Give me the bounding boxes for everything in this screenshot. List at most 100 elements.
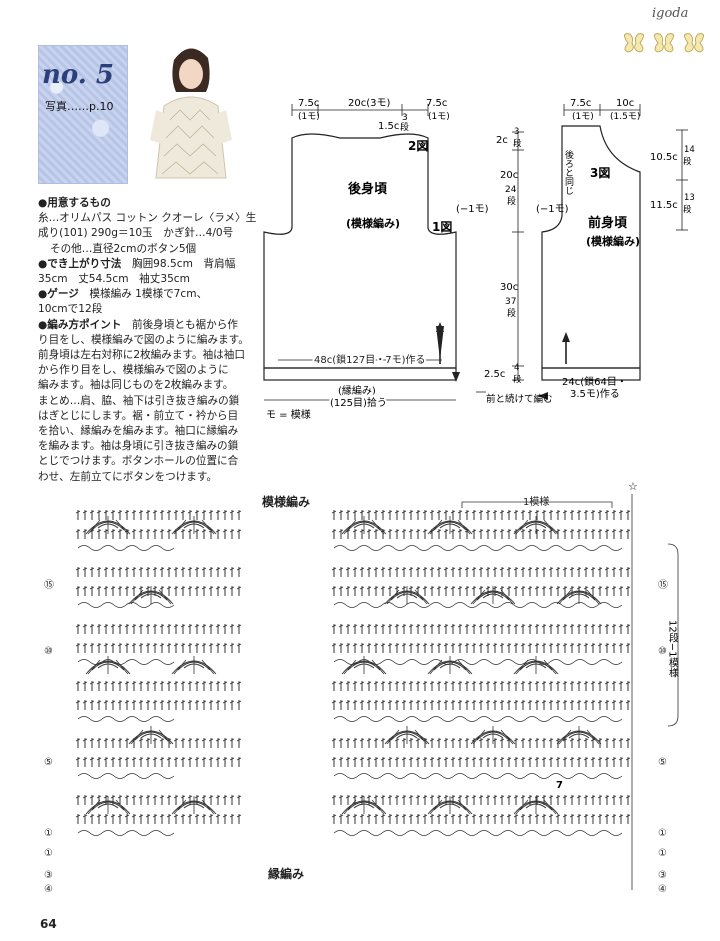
dc-stitch-symbol: [576, 642, 582, 654]
dc-stitch-symbol: [618, 642, 624, 654]
dc-stitch-symbol: [569, 623, 575, 635]
dc-stitch-symbol: [478, 794, 484, 806]
dc-stitch-symbol: [597, 528, 603, 540]
dc-stitch-symbol: [590, 623, 596, 635]
dc-stitch-symbol: [166, 699, 172, 711]
dc-stitch-symbol: [485, 642, 491, 654]
dc-stitch-symbol: [394, 756, 400, 768]
chain-row-symbol: [429, 773, 527, 779]
dc-stitch-symbol: [555, 680, 561, 692]
dc-stitch-symbol: [215, 680, 221, 692]
dc-stitch-symbol: [625, 528, 631, 540]
dc-stitch-symbol: [597, 642, 603, 654]
fan-stitch-symbol: [171, 795, 217, 815]
dc-stitch-symbol: [215, 756, 221, 768]
dc-stitch-symbol: [180, 642, 186, 654]
brand-logo-text: igoda: [652, 6, 689, 21]
dc-stitch-symbol: [75, 642, 81, 654]
dc-stitch-symbol: [222, 585, 228, 597]
gauge-heading: ●ゲージ: [38, 288, 79, 301]
dc-stitch-symbol: [338, 794, 344, 806]
dc-stitch-symbol: [75, 680, 81, 692]
dc-stitch-symbol: [422, 585, 428, 597]
dc-stitch-symbol: [562, 680, 568, 692]
dc-stitch-symbol: [96, 642, 102, 654]
front-top-right-width: 10c: [616, 98, 634, 109]
dc-stitch-symbol: [534, 680, 540, 692]
dc-stitch-symbol: [611, 528, 617, 540]
dc-stitch-symbol: [401, 642, 407, 654]
dc-stitch-symbol: [485, 509, 491, 521]
dc-stitch-symbol: [138, 509, 144, 521]
back-figure-2-label: 2図: [408, 139, 428, 153]
dc-stitch-symbol: [236, 585, 242, 597]
dc-stitch-symbol: [478, 699, 484, 711]
dc-stitch-symbol: [201, 680, 207, 692]
dim-30c: 30c: [500, 282, 518, 293]
dc-stitch-symbol: [131, 528, 137, 540]
dc-stitch-symbol: [590, 642, 596, 654]
dc-stitch-symbol: [194, 642, 200, 654]
dc-stitch-symbol: [131, 566, 137, 578]
dc-stitch-symbol: [117, 509, 123, 521]
dc-stitch-symbol: [89, 566, 95, 578]
dc-stitch-symbol: [331, 699, 337, 711]
row-number-right: ①: [658, 848, 667, 859]
dc-stitch-symbol: [590, 699, 596, 711]
dc-stitch-symbol: [576, 680, 582, 692]
points-line: とじでつけます。ボタンホールの位置に合: [38, 455, 239, 468]
row-number-left: ⑮: [44, 579, 54, 591]
dc-stitch-symbol: [415, 756, 421, 768]
pattern-number: no. 5: [42, 60, 114, 90]
front-figure-3-label: 3図: [590, 166, 610, 180]
dc-stitch-symbol: [373, 737, 379, 749]
dc-stitch-symbol: [569, 699, 575, 711]
dc-stitch-symbol: [618, 737, 624, 749]
row-number-right: ①: [658, 828, 667, 839]
dc-stitch-symbol: [166, 623, 172, 635]
dc-stitch-symbol: [201, 528, 207, 540]
dc-stitch-symbol: [75, 585, 81, 597]
dim-2c: 2c: [496, 135, 508, 146]
dc-stitch-symbol: [352, 566, 358, 578]
dc-stitch-symbol: [152, 680, 158, 692]
dc-stitch-symbol: [117, 737, 123, 749]
dc-stitch-symbol: [208, 623, 214, 635]
dc-stitch-symbol: [401, 528, 407, 540]
dc-stitch-symbol: [82, 680, 88, 692]
dc-stitch-symbol: [145, 794, 151, 806]
dim-10-5c-rows-unit: 段: [683, 156, 692, 167]
dc-stitch-symbol: [562, 756, 568, 768]
dc-stitch-symbol: [215, 699, 221, 711]
dc-stitch-symbol: [436, 699, 442, 711]
dc-stitch-symbol: [345, 680, 351, 692]
dc-stitch-symbol: [457, 680, 463, 692]
dc-stitch-symbol: [159, 813, 165, 825]
dc-stitch-symbol: [611, 756, 617, 768]
dc-stitch-symbol: [380, 680, 386, 692]
dc-stitch-symbol: [562, 642, 568, 654]
dc-stitch-symbol: [159, 566, 165, 578]
dc-stitch-symbol: [152, 737, 158, 749]
dc-stitch-symbol: [229, 813, 235, 825]
dc-stitch-symbol: [152, 699, 158, 711]
dc-stitch-symbol: [180, 680, 186, 692]
dc-stitch-symbol: [450, 794, 456, 806]
dc-stitch-symbol: [359, 680, 365, 692]
dc-stitch-symbol: [611, 699, 617, 711]
dc-stitch-symbol: [499, 699, 505, 711]
dc-stitch-symbol: [604, 699, 610, 711]
dc-stitch-symbol: [555, 794, 561, 806]
dc-stitch-symbol: [131, 509, 137, 521]
dc-stitch-symbol: [145, 680, 151, 692]
dc-stitch-symbol: [408, 642, 414, 654]
back-top-mid-width: 20c(3モ): [348, 98, 390, 109]
dc-stitch-symbol: [366, 737, 372, 749]
back-panel-title: 後身頃: [348, 181, 388, 197]
dc-stitch-symbol: [478, 566, 484, 578]
dc-stitch-symbol: [555, 642, 561, 654]
dc-stitch-symbol: [534, 509, 540, 521]
dc-stitch-symbol: [110, 623, 116, 635]
dc-stitch-symbol: [401, 737, 407, 749]
dc-stitch-symbol: [89, 756, 95, 768]
